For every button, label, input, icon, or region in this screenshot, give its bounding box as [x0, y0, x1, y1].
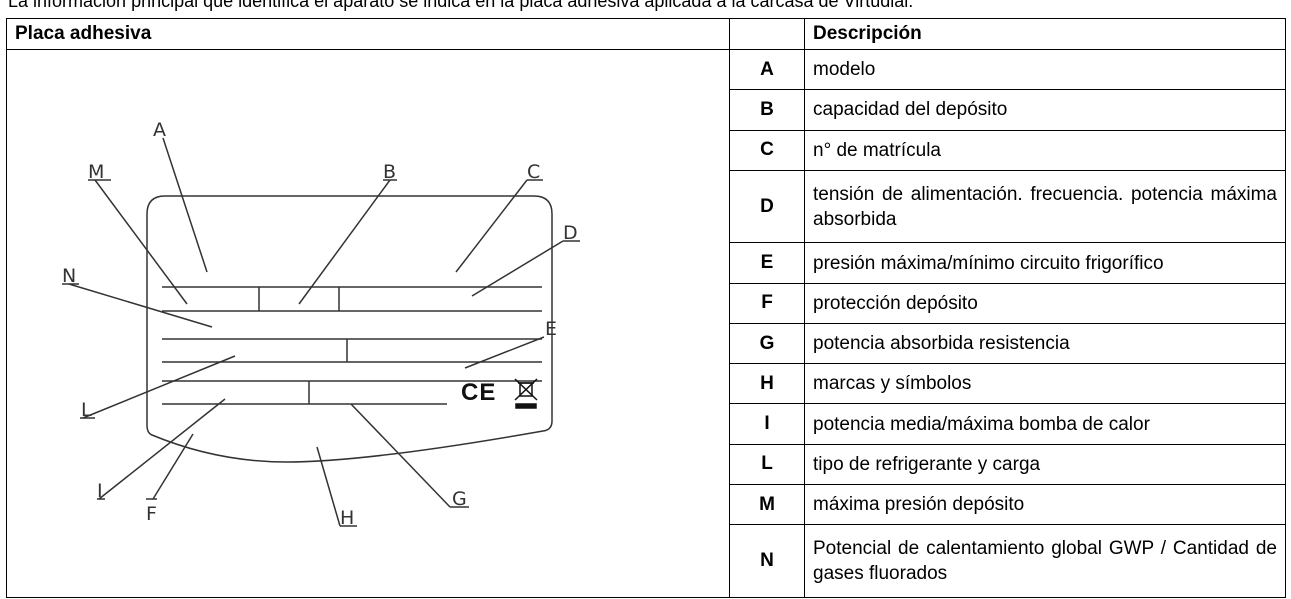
row-description: protección depósito: [804, 282, 1286, 324]
row-description: potencia absorbida resistencia: [804, 322, 1286, 365]
table-row: N Potencial de calentamiento global GWP …: [7, 524, 1286, 598]
table-row: L tipo de refrigerante y carga: [7, 443, 1286, 486]
row-letter: L: [729, 443, 805, 486]
row-description: capacidad del depósito: [804, 89, 1286, 131]
plate-label-l: L: [81, 399, 92, 421]
row-letter: E: [729, 242, 805, 284]
plate-label-h: H: [340, 507, 354, 529]
plate-diagram-cell: A B C D E M N L I F H G CE: [6, 49, 730, 598]
row-description: marcas y símbolos: [804, 363, 1286, 405]
plate-label-n: N: [62, 265, 76, 287]
row-description: potencia media/máxima bomba de calor: [804, 403, 1286, 445]
table-row: C n° de matrícula: [7, 129, 1286, 171]
row-letter: D: [729, 169, 805, 244]
plate-label-i: I: [97, 480, 103, 502]
letter-column-header: [729, 18, 805, 50]
crossed-out-bin-icon: [514, 378, 538, 409]
row-description: modelo: [804, 48, 1286, 91]
row-description: tipo de refrigerante y carga: [804, 443, 1286, 486]
row-letter: G: [729, 322, 805, 365]
table-row: F protección depósito: [7, 282, 1286, 324]
row-description: Potencial de calentamiento global GWP / …: [804, 524, 1286, 598]
row-description: tensión de alimentación. frecuencia. pot…: [804, 169, 1286, 244]
plate-label-g: G: [452, 488, 467, 510]
description-column-header: Descripción: [804, 18, 1286, 50]
row-description: n° de matrícula: [804, 129, 1286, 171]
intro-text: La información principal que identifica …: [8, 0, 914, 11]
plate-label-d: D: [563, 222, 578, 244]
plate-label-c: C: [527, 161, 540, 183]
plate-column-header: Placa adhesiva: [6, 18, 730, 50]
row-letter: B: [729, 89, 805, 131]
row-letter: F: [729, 282, 805, 324]
plate-label-b: B: [383, 161, 396, 183]
row-letter: N: [729, 524, 805, 598]
plate-description-table: Placa adhesiva Descripción: [6, 18, 1286, 598]
table-row: E presión máxima/mínimo circuito frigorí…: [7, 242, 1286, 284]
plate-label-m: M: [88, 161, 104, 183]
row-description: máxima presión depósito: [804, 484, 1286, 526]
table-row: G potencia absorbida resistencia: [7, 322, 1286, 365]
row-letter: A: [729, 48, 805, 91]
plate-label-f: F: [146, 503, 157, 525]
adhesive-plate-diagram: A B C D E M N L I F H G CE: [62, 119, 580, 529]
plate-outline: [146, 195, 553, 463]
plate-label-a: A: [153, 119, 166, 141]
table-row: M máxima presión depósito: [7, 484, 1286, 526]
plate-label-e: E: [545, 318, 557, 340]
table-row: A B C D E M N L I F H G CE: [6, 48, 1286, 598]
ce-mark: CE: [461, 379, 496, 406]
table-row: B capacidad del depósito: [7, 89, 1286, 131]
row-letter: H: [729, 363, 805, 405]
table-header-row: Placa adhesiva Descripción: [6, 18, 1286, 50]
row-description: presión máxima/mínimo circuito frigorífi…: [804, 242, 1286, 284]
row-letter: I: [729, 403, 805, 445]
row-letter: C: [729, 129, 805, 171]
row-letter: M: [729, 484, 805, 526]
